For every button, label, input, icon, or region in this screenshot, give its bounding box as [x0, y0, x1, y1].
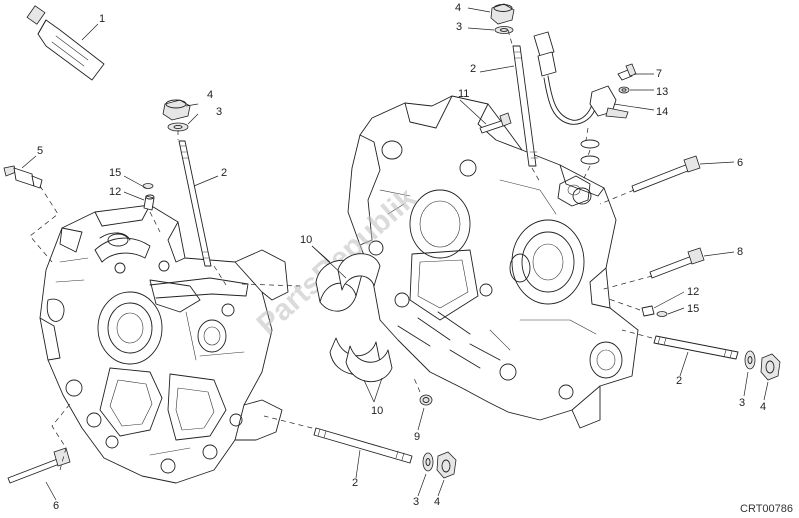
bolt-lower-left: [7, 447, 71, 484]
washer-sensor: [618, 86, 630, 94]
callout-2: 2: [352, 477, 358, 489]
callout-3: 3: [739, 397, 745, 409]
callout-4: 4: [455, 2, 461, 14]
callout-4: 4: [434, 496, 440, 508]
callout-6: 6: [737, 157, 743, 169]
drawing-code: CRT00786: [740, 503, 793, 515]
alignment-lines: [29, 29, 653, 471]
washer-upper-left: [167, 122, 189, 132]
washer-lower-right: [744, 350, 756, 370]
callout-8: 8: [737, 246, 743, 258]
o-ring-right: [656, 311, 668, 317]
main-bearing-shells-lower: [329, 337, 393, 383]
o-ring-sensor: [580, 139, 600, 165]
stud-bolt-long-right: [512, 45, 539, 167]
callout-14: 14: [656, 106, 668, 118]
bolt-middle-right: [649, 247, 705, 279]
callout-12: 12: [109, 186, 121, 198]
callout-6: 6: [53, 500, 59, 512]
small-bolt: [479, 112, 512, 134]
callout-5: 5: [37, 145, 43, 157]
callout-12: 12: [687, 286, 699, 298]
nut-bottom-center: [436, 451, 457, 479]
sensor-with-cable: [533, 31, 629, 125]
callout-2: 2: [676, 375, 682, 387]
callout-4: 4: [760, 401, 766, 413]
o-ring-center: [419, 394, 433, 406]
left-crankcase-half: [39, 204, 289, 484]
screw-sensor: [617, 63, 637, 81]
washer-bottom-center: [422, 452, 434, 472]
callout-10: 10: [300, 234, 312, 246]
leader-lines: [21, 7, 769, 501]
callout-11: 11: [458, 88, 469, 100]
callout-1: 1: [99, 13, 105, 25]
stud-bolt-upper-left: [178, 140, 212, 267]
stud-bolt-bottom-center: [313, 427, 413, 464]
sensor-part: [3, 165, 43, 189]
stud-bolt-lower-right: [653, 335, 739, 360]
callout-9: 9: [414, 431, 420, 443]
callout-3: 3: [456, 21, 462, 33]
o-ring-upper-left: [142, 183, 154, 189]
dowel-pin-upper-left: [143, 194, 155, 211]
nut-top-right: [490, 3, 515, 25]
main-bearing-shells-upper: [315, 253, 381, 312]
washer-top-right: [494, 26, 514, 34]
callout-15: 15: [687, 303, 699, 315]
sealant-tube-part: [26, 5, 105, 81]
callout-2: 2: [221, 167, 227, 179]
callout-10: 10: [371, 405, 383, 417]
callout-labels: 1 4 3 2 5 15 12 10 10 4 3 2 11 7 13 14 6…: [37, 2, 766, 512]
callout-13: 13: [656, 86, 668, 98]
right-crankcase-half: [347, 95, 639, 429]
callout-3: 3: [216, 106, 222, 118]
nut-lower-right: [760, 353, 781, 381]
callout-15: 15: [109, 167, 121, 179]
callout-2: 2: [470, 63, 476, 75]
callout-7: 7: [656, 68, 662, 80]
nut-upper-left: [162, 99, 191, 121]
dowel-pin-right: [641, 305, 655, 317]
callout-4: 4: [207, 89, 213, 101]
callout-3: 3: [413, 496, 419, 508]
bolt-upper-right: [631, 155, 701, 193]
